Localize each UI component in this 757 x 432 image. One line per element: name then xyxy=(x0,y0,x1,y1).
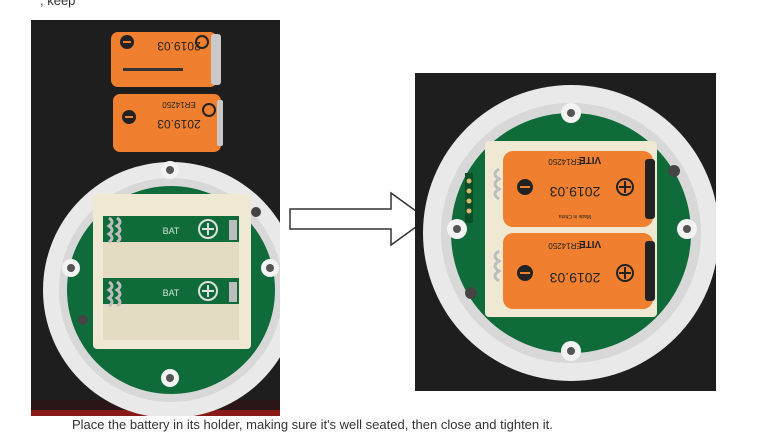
battery-1-brand: VITE xyxy=(579,154,602,165)
battery-2-date: 2019.03 xyxy=(157,117,201,131)
battery-2-date: 2019.03 xyxy=(549,270,600,286)
loose-battery-1: 2019.03 xyxy=(111,32,221,87)
bottom-caption: Place the battery in its holder, making … xyxy=(72,417,553,432)
empty-battery-holder-photo: 2019.03 ER14250 2019.03 xyxy=(31,20,280,416)
loose-battery-2: ER14250 2019.03 xyxy=(113,94,223,152)
battery-2-model: ER14250 xyxy=(162,100,196,109)
battery-1-date: 2019.03 xyxy=(549,184,600,200)
arrow-right-icon xyxy=(289,191,429,247)
holder-label-1: BAT xyxy=(163,226,180,236)
holder-label-2: BAT xyxy=(163,288,180,298)
battery-1-date: 2019.03 xyxy=(157,39,201,53)
top-caption: , keep xyxy=(40,0,76,8)
battery-1-origin: Made in China xyxy=(559,213,591,219)
battery-2-model: ER14250 xyxy=(548,241,582,250)
installed-battery-2: VITE ER14250 2019.03 xyxy=(503,233,655,309)
battery-1-model: ER14250 xyxy=(548,157,582,166)
installed-battery-1: VITE ER14250 2019.03 Made in China xyxy=(503,151,655,227)
installed-batteries-photo: VITE ER14250 2019.03 Made in China VITE … xyxy=(415,73,716,391)
battery-2-brand: VITE xyxy=(579,238,602,249)
battery-holder: BAT BAT xyxy=(93,194,251,349)
